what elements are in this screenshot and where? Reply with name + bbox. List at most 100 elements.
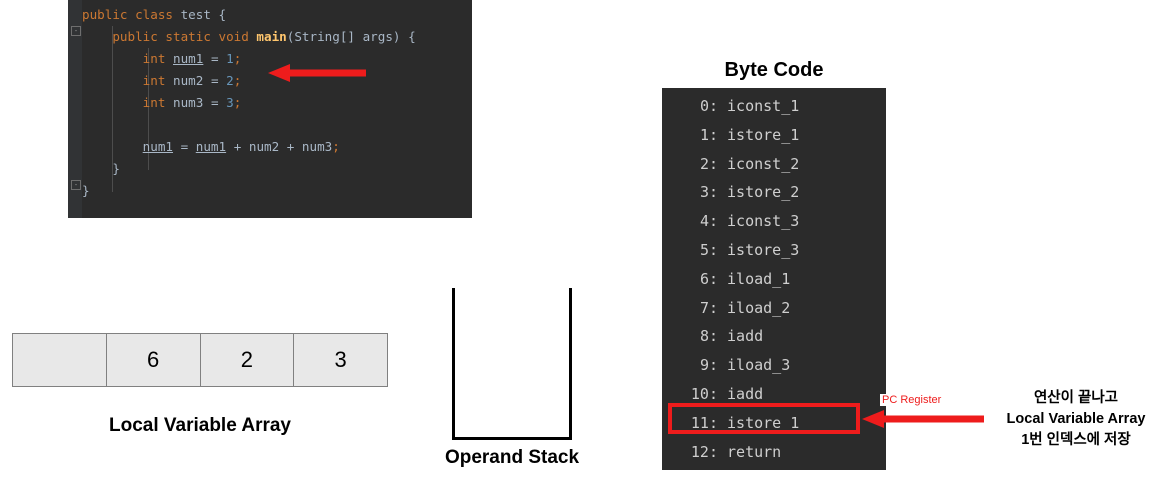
bytecode-index: 10: xyxy=(690,384,718,403)
bytecode-index: 2: xyxy=(699,154,718,173)
code-token: public xyxy=(82,7,136,22)
bytecode-instruction[interactable]: 0: iconst_1 xyxy=(662,92,886,121)
code-fold-marker[interactable]: - xyxy=(71,26,81,36)
code-token: (String[] args) { xyxy=(286,29,416,44)
operand-stack-container xyxy=(452,288,572,440)
code-token: num1 xyxy=(142,139,174,154)
code-token: ; xyxy=(233,51,242,66)
bytecode-instruction[interactable]: 1: istore_1 xyxy=(662,121,886,150)
local-variable-slot-3: 3 xyxy=(334,347,347,372)
code-token: num3 xyxy=(173,95,204,110)
code-token: int xyxy=(142,51,174,66)
bytecode-instruction[interactable]: 12: return xyxy=(662,438,886,467)
code-text[interactable]: public class test { public static void m… xyxy=(82,4,472,202)
code-token xyxy=(82,95,143,110)
bytecode-index: 12: xyxy=(690,442,718,461)
storage-annotation: 연산이 끝나고 Local Variable Array 1번 인덱스에 저장 xyxy=(986,388,1166,451)
annotation-line-2: Local Variable Array xyxy=(1006,411,1146,427)
code-token: class xyxy=(135,7,181,22)
code-token: void xyxy=(218,29,257,44)
bytecode-instruction[interactable]: 6: iload_1 xyxy=(662,265,886,294)
code-token: 3 xyxy=(226,95,234,110)
bytecode-instruction[interactable]: 7: iload_2 xyxy=(662,294,886,323)
code-line: int num3 = 3; xyxy=(82,92,472,114)
bytecode-instruction[interactable]: 2: iconst_2 xyxy=(662,150,886,179)
bytecode-opcode: iconst_2 xyxy=(718,154,800,173)
code-token: } xyxy=(82,183,90,198)
bytecode-opcode: istore_2 xyxy=(718,183,800,202)
bytecode-opcode: istore_1 xyxy=(718,125,800,144)
bytecode-opcode: iadd xyxy=(718,384,764,403)
bytecode-opcode: istore_1 xyxy=(718,413,800,432)
code-line: public class test { xyxy=(82,4,472,26)
pc-register-arrow xyxy=(862,410,984,428)
local-variable-array-label: Local Variable Array xyxy=(108,415,291,436)
code-token xyxy=(82,51,143,66)
bytecode-index: 8: xyxy=(699,327,718,346)
code-token: ; xyxy=(332,139,340,154)
code-token: static xyxy=(165,29,219,44)
code-highlight-arrow xyxy=(268,64,366,82)
code-line: } xyxy=(82,180,472,202)
bytecode-instruction[interactable]: 5: istore_3 xyxy=(662,236,886,265)
code-token: int xyxy=(142,73,174,88)
indent-guide xyxy=(112,26,113,192)
code-token: num1 xyxy=(195,139,227,154)
code-editor-panel: - - public class test { public static vo… xyxy=(68,0,472,218)
bytecode-opcode: iconst_3 xyxy=(718,212,800,231)
code-line: int num1 = 1; xyxy=(82,48,472,70)
code-fold-marker[interactable]: - xyxy=(71,180,81,190)
bytecode-opcode: iadd xyxy=(718,327,764,346)
code-token: ; xyxy=(233,95,242,110)
bytecode-index: 6: xyxy=(699,269,718,288)
annotation-line-1: 연산이 끝나고 xyxy=(1033,390,1119,406)
bytecode-index: 5: xyxy=(699,240,718,259)
bytecode-opcode: iload_3 xyxy=(718,356,791,375)
bytecode-instruction[interactable]: 8: iadd xyxy=(662,322,886,351)
code-line: int num2 = 2; xyxy=(82,70,472,92)
indent-guide xyxy=(148,48,149,170)
code-token: public xyxy=(112,29,166,44)
code-line: } xyxy=(82,158,472,180)
code-token: } xyxy=(82,161,120,176)
code-token: ; xyxy=(233,73,242,88)
operand-stack-label: Operand Stack xyxy=(444,447,580,468)
code-token: num2 xyxy=(173,73,204,88)
local-variable-slot-1: 6 xyxy=(107,334,201,386)
code-token: int xyxy=(142,95,174,110)
bytecode-instruction[interactable]: 4: iconst_3 xyxy=(662,207,886,236)
code-token xyxy=(82,139,143,154)
bytecode-title: Byte Code xyxy=(724,59,824,81)
code-token: + num2 + num3 xyxy=(226,139,333,154)
code-token: = xyxy=(173,139,196,154)
bytecode-opcode: return xyxy=(718,442,782,461)
bytecode-opcode: iconst_1 xyxy=(718,97,800,115)
bytecode-opcode: iload_1 xyxy=(718,269,791,288)
bytecode-index: 3: xyxy=(699,183,718,202)
bytecode-index: 1: xyxy=(699,125,718,144)
bytecode-index: 11: xyxy=(690,413,718,432)
code-line: num1 = num1 + num2 + num3; xyxy=(82,136,472,158)
code-token: num1 xyxy=(173,51,204,66)
local-variable-slot-2: 2 xyxy=(201,334,295,386)
code-token: test xyxy=(180,7,219,22)
bytecode-index: 7: xyxy=(699,298,718,317)
bytecode-index: 9: xyxy=(699,356,718,375)
code-token: = xyxy=(203,95,227,110)
code-line: public static void main(String[] args) { xyxy=(82,26,472,48)
bytecode-instruction[interactable]: 10: iadd xyxy=(662,380,886,409)
code-token: main xyxy=(256,29,287,44)
bytecode-index: 4: xyxy=(699,212,718,231)
code-token: 1 xyxy=(226,51,234,66)
code-token: = xyxy=(203,73,227,88)
bytecode-instruction[interactable]: 3: istore_2 xyxy=(662,178,886,207)
bytecode-opcode: iload_2 xyxy=(718,298,791,317)
editor-gutter: - - xyxy=(68,0,82,218)
code-token: { xyxy=(218,7,227,22)
annotation-line-3: 1번 인덱스에 저장 xyxy=(1021,432,1131,448)
bytecode-instruction[interactable]: 9: iload_3 xyxy=(662,351,886,380)
pc-register-label: PC Register xyxy=(880,394,944,406)
bytecode-instruction[interactable]: 11: istore_1 xyxy=(662,409,886,438)
